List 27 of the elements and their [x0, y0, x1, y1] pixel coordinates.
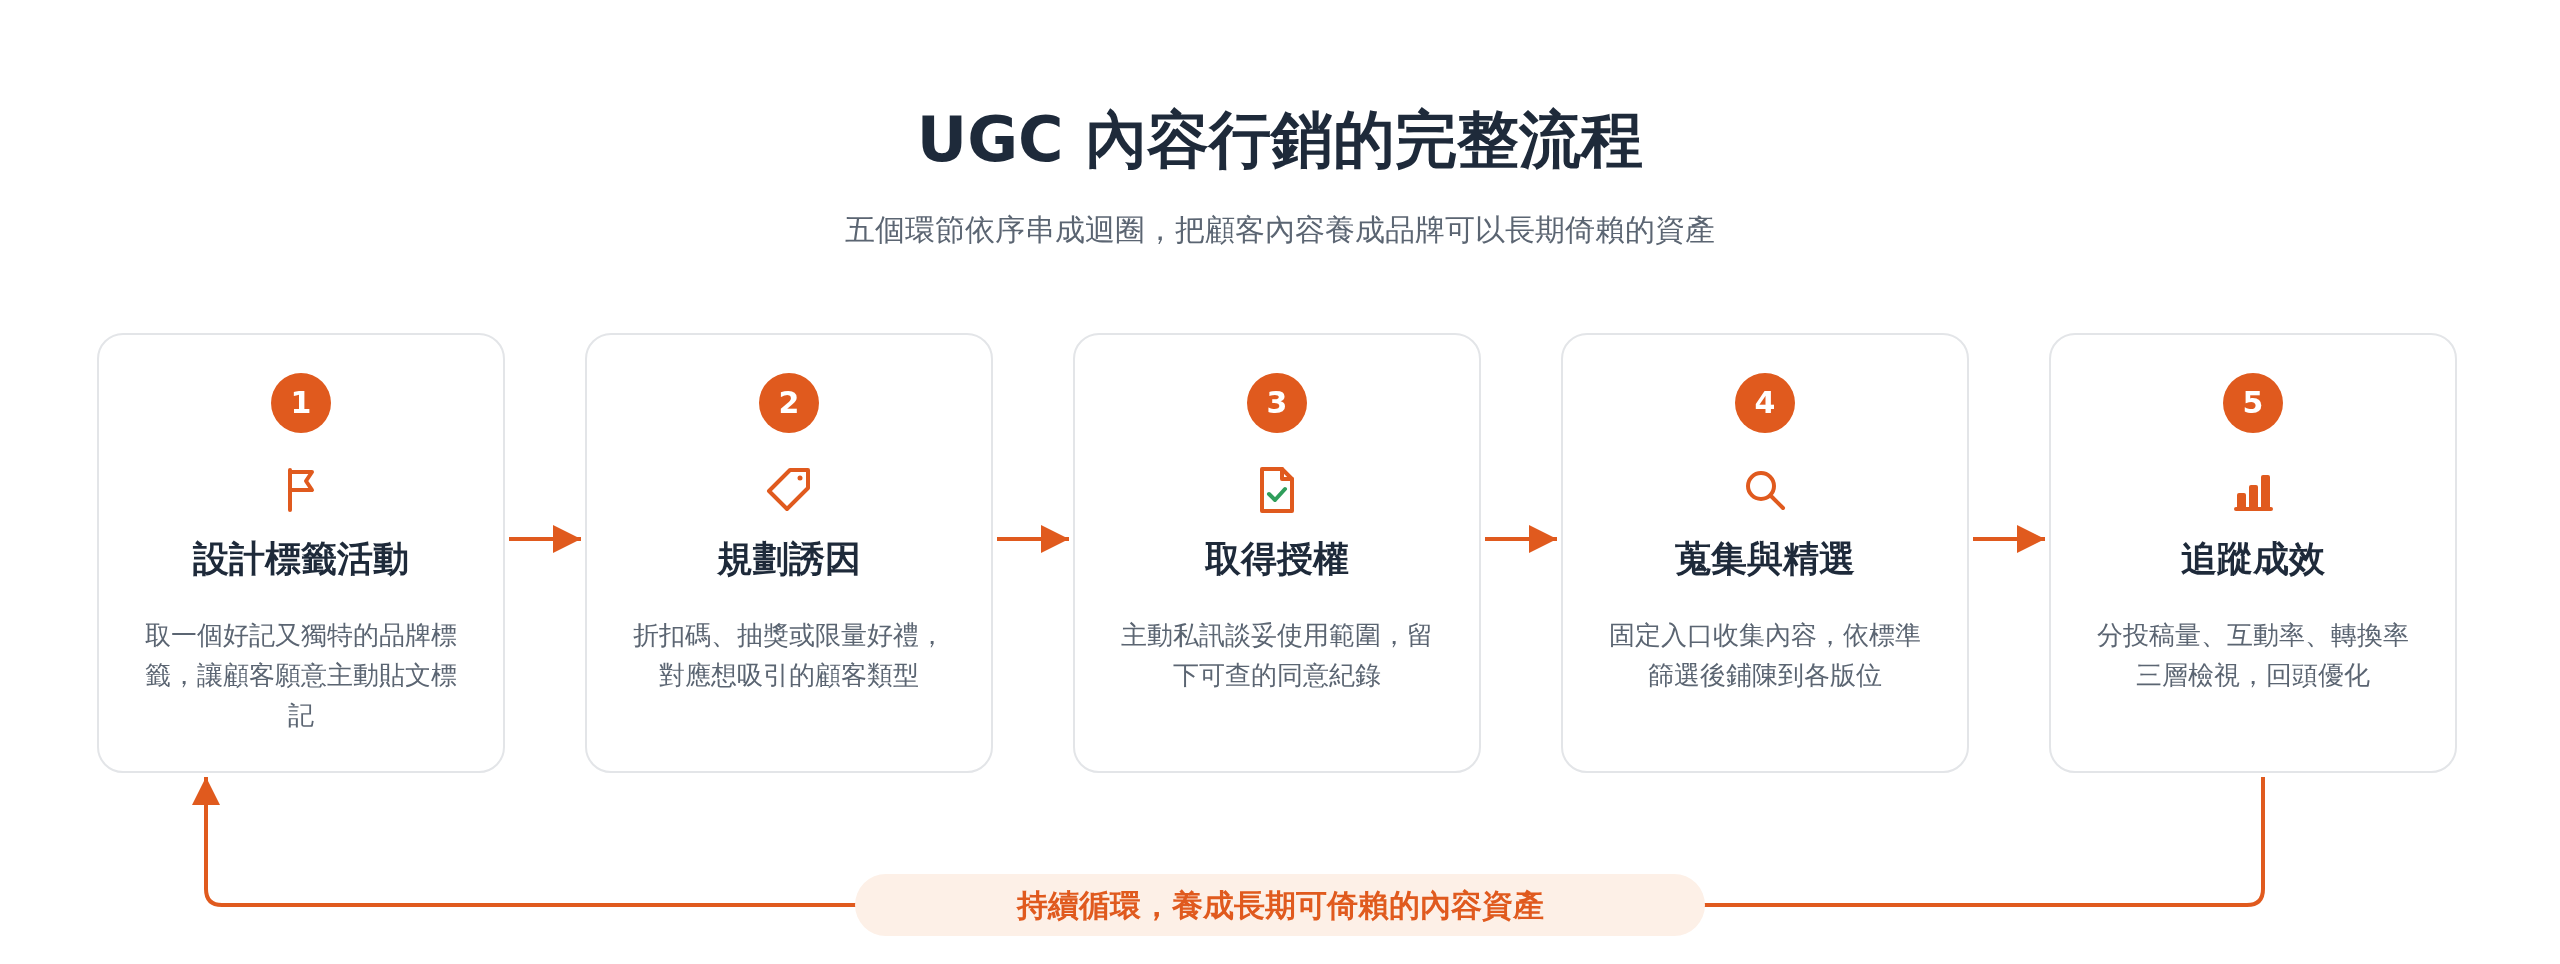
step-number-badge: 2 [759, 373, 819, 433]
subtitle: 五個環節依序串成迴圈，把顧客內容養成品牌可以長期倚賴的資產 [844, 211, 1716, 249]
step-description: 固定入口收集內容，依標準篩選後鋪陳到各版位 [1608, 619, 1922, 692]
step-heading: 追蹤成效 [2180, 537, 2326, 581]
step-description: 分投稿量、互動率、轉換率三層檢視，回頭優化 [2096, 619, 2410, 692]
title: UGC 內容行銷的完整流程 [915, 102, 1645, 178]
step-heading: 設計標籤活動 [192, 537, 410, 581]
arrow [997, 525, 1069, 553]
step-heading: 規劃誘因 [716, 537, 862, 581]
arrow [509, 525, 581, 553]
step-heading: 蒐集與精選 [1674, 537, 1856, 581]
step-number-badge: 4 [1735, 373, 1795, 433]
step-number-badge: 3 [1247, 373, 1307, 433]
step-number-badge: 5 [2223, 373, 2283, 433]
step-description: 折扣碼、抽獎或限量好禮，對應想吸引的顧客類型 [632, 619, 946, 692]
arrow [1485, 525, 1557, 553]
step-card [1073, 333, 1481, 773]
loop-label: 持續循環，養成長期可倚賴的內容資產 [855, 874, 1705, 936]
arrow [1973, 525, 2045, 553]
step-number-badge: 1 [271, 373, 331, 433]
step-description: 取一個好記又獨特的品牌標籤，讓顧客願意主動貼文標記 [144, 619, 458, 732]
step-description: 主動私訊談妥使用範圍，留下可查的同意紀錄 [1120, 619, 1434, 692]
step-heading: 取得授權 [1204, 537, 1350, 581]
step-card [585, 333, 993, 773]
step-card [2049, 333, 2457, 773]
step-card [1561, 333, 1969, 773]
step-card [97, 333, 505, 773]
